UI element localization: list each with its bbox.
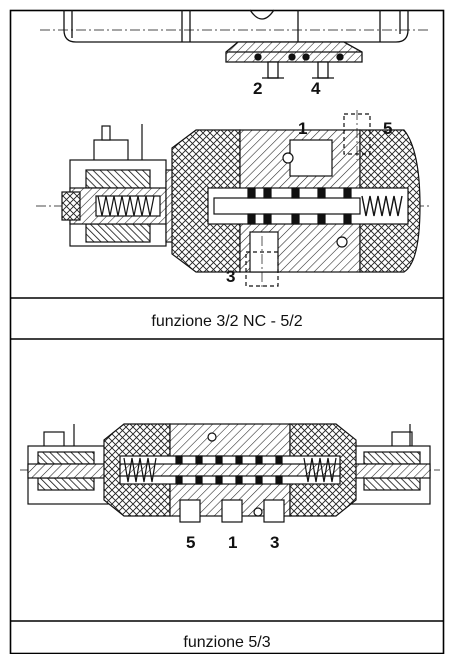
port-label-3: 3 (226, 267, 235, 286)
caption-function-3-2-5-2: funzione 3/2 NC - 5/2 (151, 313, 303, 330)
port-label-2: 2 (253, 79, 262, 98)
port-label-3: 3 (270, 533, 279, 552)
port-label-1: 1 (298, 119, 307, 138)
single-solenoid-valve (36, 110, 430, 290)
port-label-1: 1 (228, 533, 237, 552)
port-label-5: 5 (383, 119, 392, 138)
outer-border (9, 9, 445, 655)
port-label-4: 4 (311, 79, 321, 98)
double-solenoid-valve (20, 423, 440, 523)
port-label-5: 5 (186, 533, 195, 552)
caption-function-5-3: funzione 5/3 (183, 634, 271, 651)
valve-base-view (40, 9, 430, 79)
